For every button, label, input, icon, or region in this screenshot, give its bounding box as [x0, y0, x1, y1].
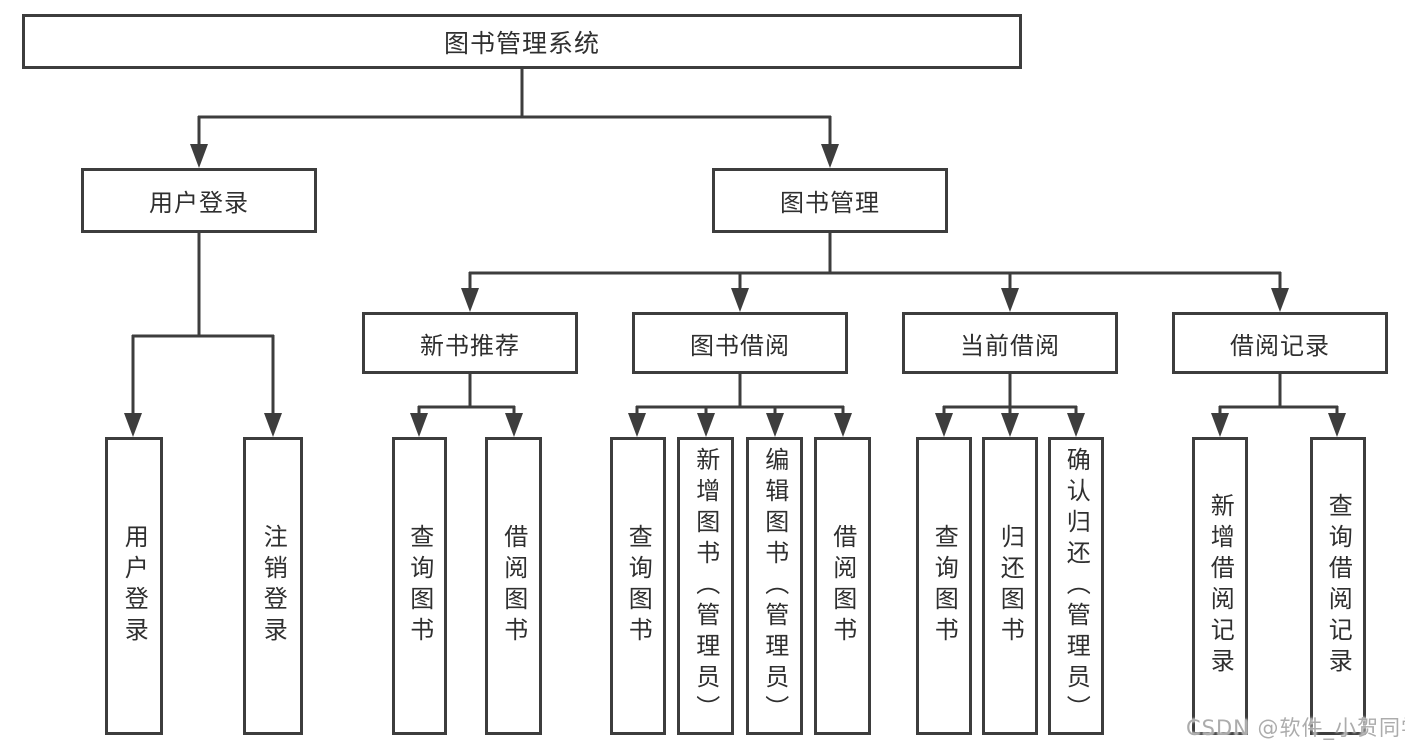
node-new-book-recommend: 新书推荐	[362, 312, 578, 374]
node-nbr-borrow-books: 借阅图书	[485, 437, 542, 735]
connector-new-book-recommend-branch	[410, 373, 523, 437]
node-borrowing-records: 借阅记录	[1172, 312, 1388, 374]
node-nbr-query-books: 查询图书	[392, 437, 447, 735]
node-user-login-leaf: 用户登录	[105, 437, 163, 735]
node-bb-edit-books: 编辑图书（管理员）	[746, 437, 803, 735]
node-cb-return-books: 归还图书	[982, 437, 1038, 735]
node-book-management-module: 图书管理	[712, 168, 948, 233]
node-logout-leaf: 注销登录	[243, 437, 303, 735]
node-br-query-record: 查询借阅记录	[1310, 437, 1366, 735]
node-cb-query-books: 查询图书	[916, 437, 972, 735]
connector-root-branch	[190, 69, 839, 168]
csdn-watermark: CSDN @软件_小贺同学	[1186, 716, 1405, 740]
connector-book-borrowing-branch	[628, 373, 852, 437]
node-cb-confirm-return: 确认归还（管理员）	[1048, 437, 1104, 735]
connector-borrowing-records-branch	[1211, 373, 1346, 437]
node-user-login-module: 用户登录	[81, 168, 317, 233]
connector-current-borrowing-branch	[935, 373, 1085, 437]
node-root: 图书管理系统	[22, 14, 1022, 69]
node-bb-borrow-books: 借阅图书	[814, 437, 871, 735]
node-current-borrowing: 当前借阅	[902, 312, 1118, 374]
node-br-add-record: 新增借阅记录	[1192, 437, 1248, 735]
node-bb-add-books: 新增图书（管理员）	[677, 437, 734, 735]
connector-user-login-branch	[124, 233, 282, 437]
connector-book-management-branch	[461, 233, 1289, 312]
node-bb-query-books: 查询图书	[610, 437, 666, 735]
node-book-borrowing: 图书借阅	[632, 312, 848, 374]
